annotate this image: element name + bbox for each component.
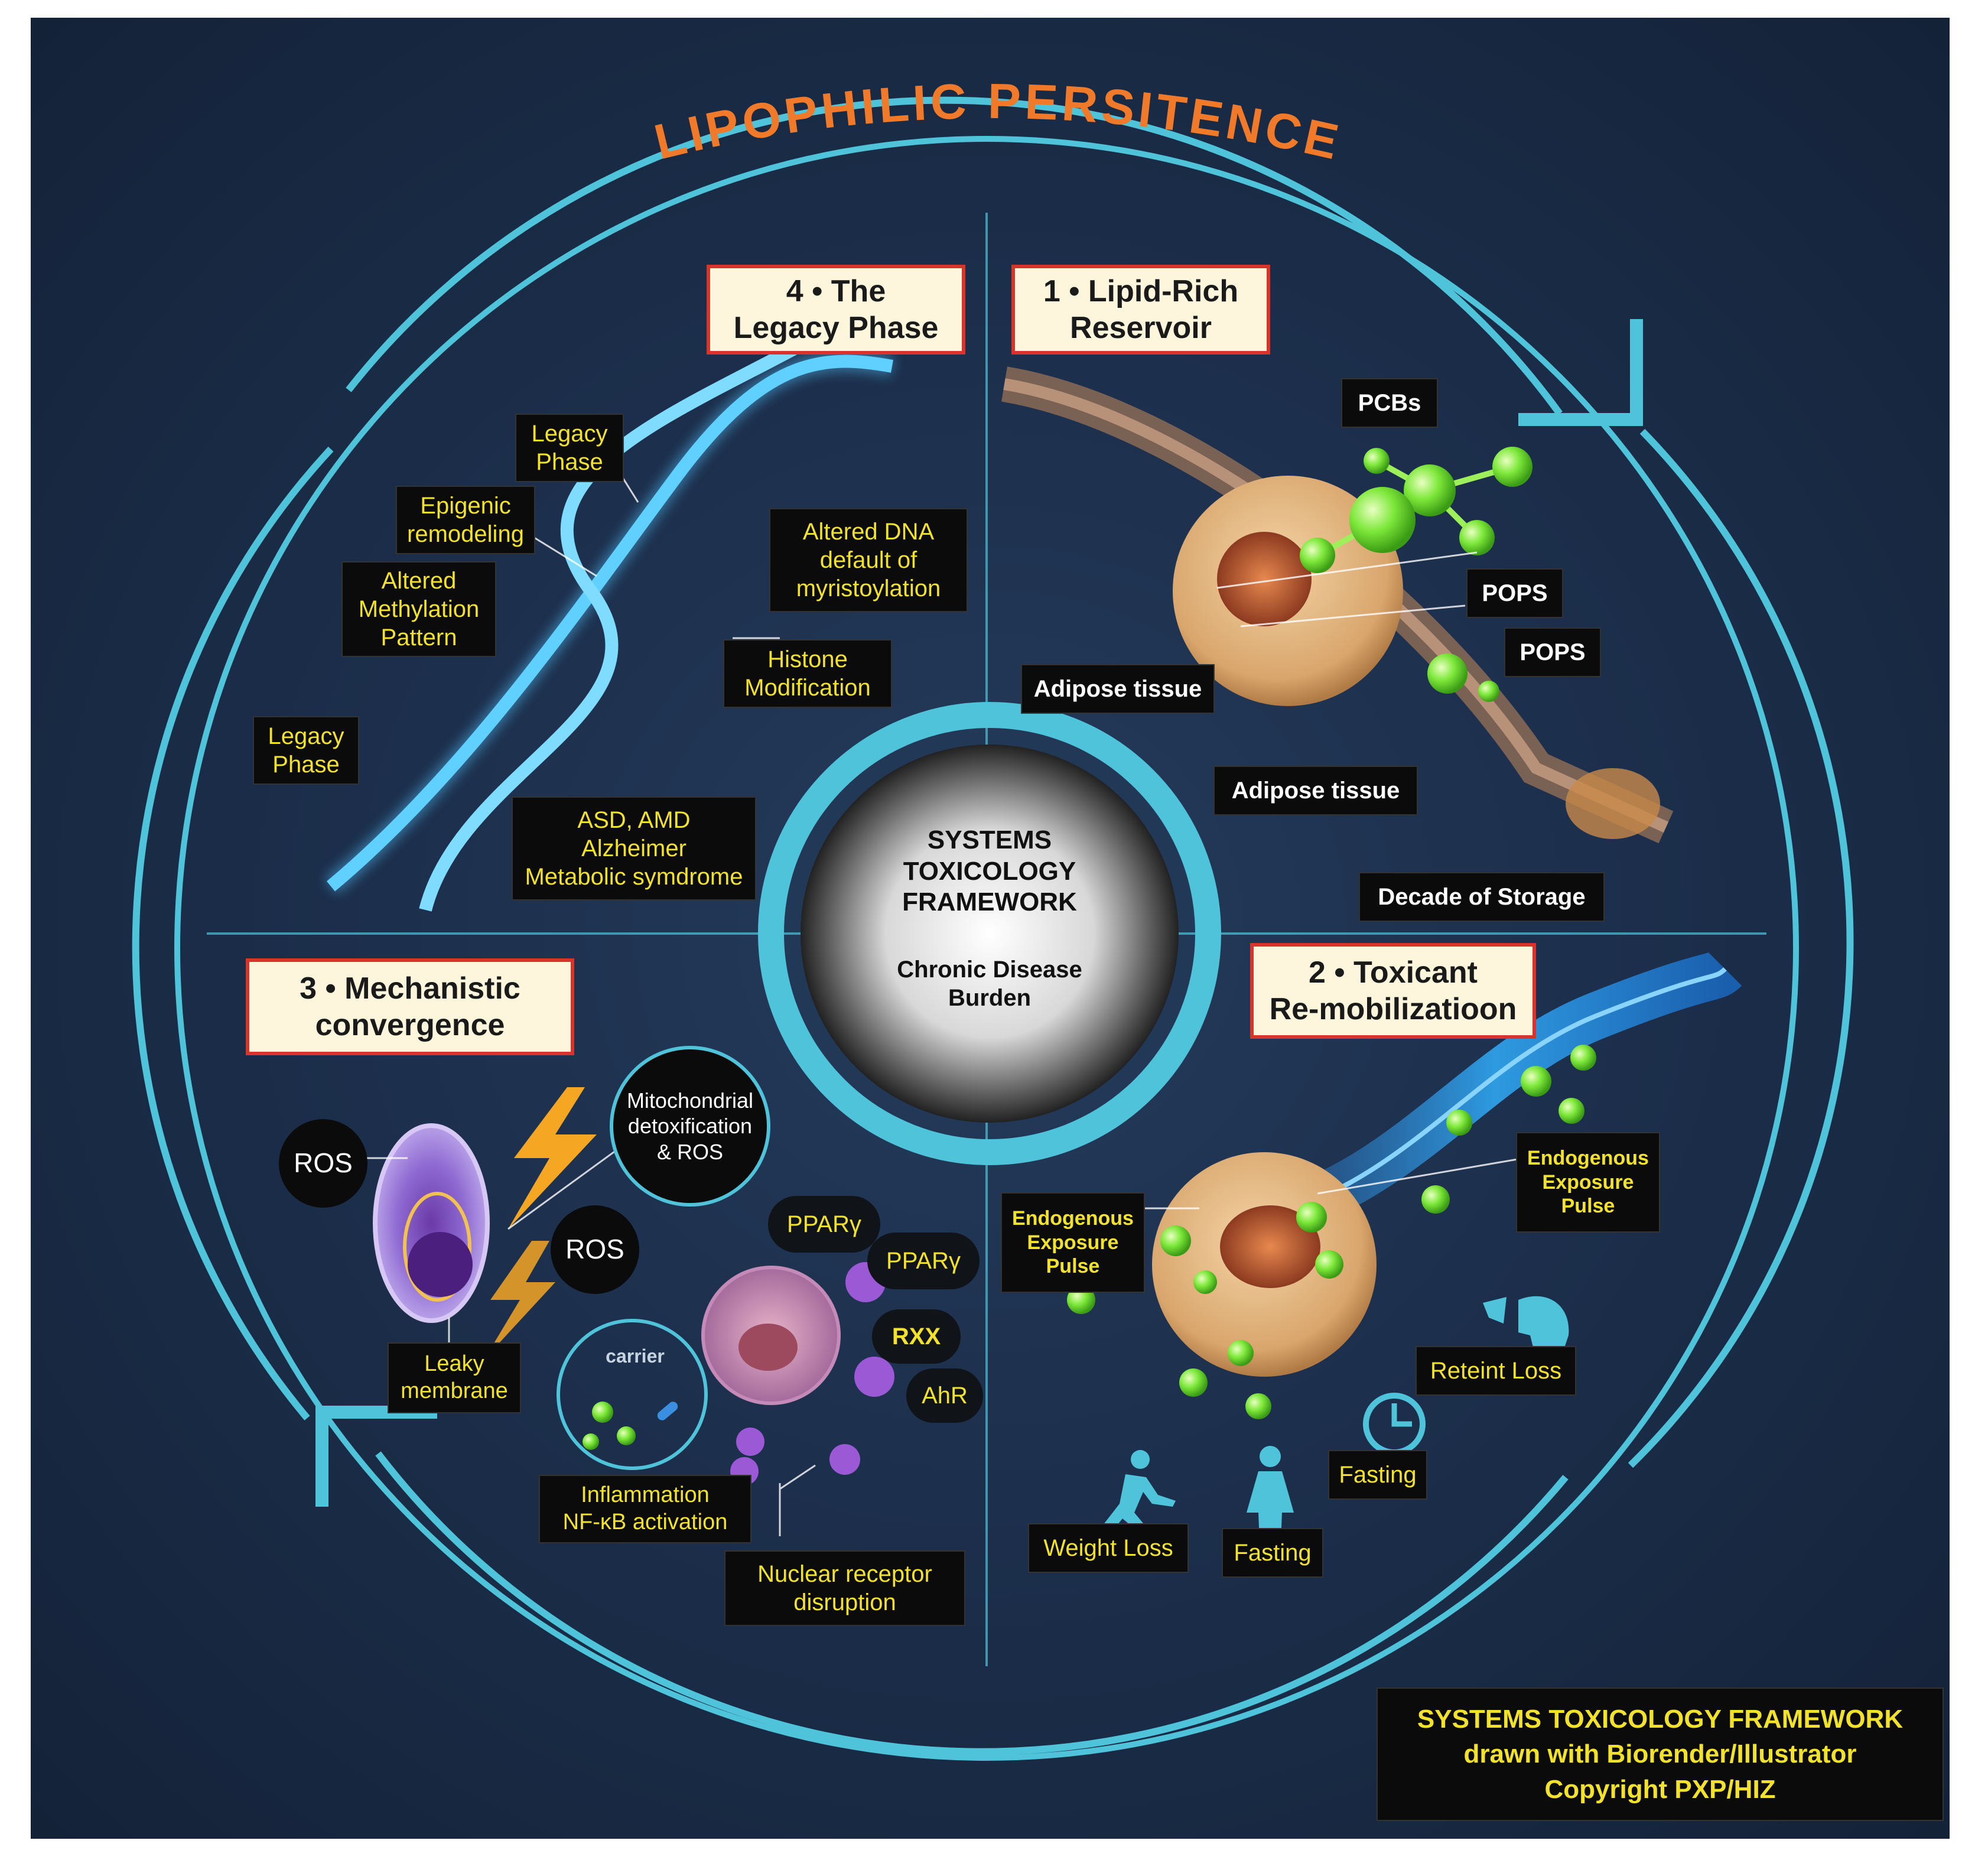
nuclear-receptor-label: Nuclear receptor disruption [724,1550,965,1626]
center-ring [758,702,1221,1165]
endogenous-pulse-right-label: Endogenous Exposure Pulse [1516,1132,1660,1233]
ros-label-1: ROS [279,1119,367,1208]
diseases-label: ASD, AMD Alzheimer Metabolic symdrome [512,796,756,900]
legacy-phase-top-label: Legacy Phase [515,414,624,482]
adipose-tissue-label-1: Adipose tissue [1021,664,1215,714]
lightning-icon [484,1087,597,1359]
weight-loss-label: Weight Loss [1028,1523,1189,1573]
pcb-molecule [1300,447,1533,702]
altered-dna-label: Altered DNA default of myristoylation [769,508,968,612]
runner-icon [1099,1450,1176,1536]
mitochondrion-illustration [373,1123,490,1323]
ros-label-2: ROS [551,1205,639,1294]
inflammation-label: Inflammation NF-κB activation [539,1475,751,1543]
adipose-tissue-label-2: Adipose tissue [1213,766,1418,815]
speaking-head-icon [1483,1296,1569,1359]
epigenic-remodeling-label: Epigenic remodeling [396,486,535,554]
pops-label-2: POPS [1504,627,1601,677]
phase-1-header: 1 • Lipid-Rich Reservoir [1011,265,1270,355]
endogenous-pulse-left-label: Endogenous Exposure Pulse [1001,1192,1145,1293]
ppar-gamma-label-1: PPARγ [768,1196,880,1253]
clock-icon [1363,1393,1426,1455]
phase-4-header: 4 • The Legacy Phase [707,265,965,355]
altered-methylation-label: Altered Methylation Pattern [341,561,496,657]
cycle-arrowhead-top-right [1518,319,1643,426]
phase-3-header: 3 • Mechanistic convergence [246,958,574,1055]
footer-credits: SYSTEMS TOXICOLOGY FRAMEWORK drawn with … [1377,1688,1944,1821]
cycle-arc-left [132,446,334,1420]
woman-icon [1247,1446,1294,1542]
center-disc [801,744,1179,1123]
cycle-arc-right [1628,428,1854,1468]
cycle-arc-top [346,96,1563,416]
leaky-membrane-label: Leaky membrane [388,1342,521,1413]
remobilization-illustration [1067,951,1742,1419]
center-title: SYSTEMS TOXICOLOGY FRAMEWORK [902,825,1077,917]
histone-modification-label: Histone Modification [723,639,892,708]
rxx-label: RXX [872,1309,961,1364]
ppar-gamma-label-2: PPARγ [867,1233,980,1289]
mitochondrial-detox-label: Mitochondrial detoxification & ROS [610,1046,770,1207]
fasting-clock-label: Fasting [1328,1450,1427,1500]
carrier-label: carrier [606,1345,665,1367]
legacy-phase-left-label: Legacy Phase [253,716,359,785]
carrier-illustration [557,1319,708,1470]
reteint-loss-label: Reteint Loss [1416,1346,1576,1396]
outer-ring [174,136,1799,1761]
pops-label-1: POPS [1466,568,1563,618]
immune-cell-illustration [701,1262,894,1485]
pcbs-label: PCBs [1341,378,1438,428]
cycle-arc-bottom [375,1451,1569,1755]
phase-2-header: 2 • Toxicant Re-mobilizatioon [1250,943,1536,1039]
center-subtitle: Chronic Disease Burden [897,957,1082,1011]
dna-icon [324,325,894,912]
ahr-label: AhR [906,1368,983,1423]
adipose-illustration [1001,366,1674,844]
decade-of-storage-label: Decade of Storage [1359,872,1605,922]
fasting-label: Fasting [1222,1528,1323,1578]
